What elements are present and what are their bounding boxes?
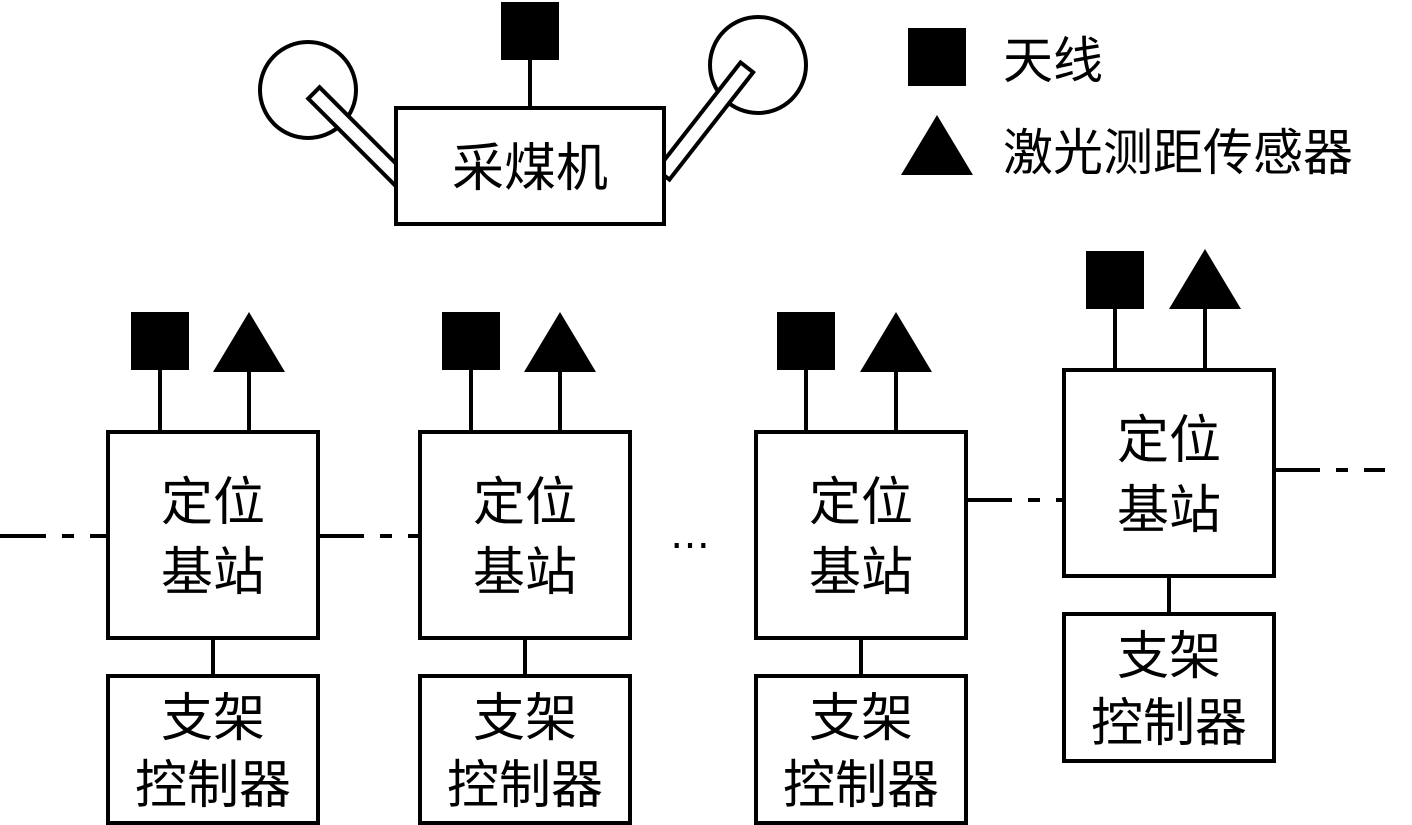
shearer-right-arm: [654, 59, 756, 183]
legend-antenna-icon: [908, 28, 966, 86]
shearer-left-drum-icon: [258, 40, 358, 140]
station-1-controller-line1: 支架: [161, 689, 265, 749]
station-2-antenna-icon: [442, 312, 500, 370]
station-1: 定位 基站 支架 控制器: [106, 312, 320, 825]
station-4-antenna-icon: [1086, 251, 1144, 309]
legend-sensor-label: 激光测距传感器: [1003, 124, 1353, 182]
station-1-controller-box: [106, 674, 320, 825]
station-4-label-line2: 基站: [1117, 481, 1221, 541]
shearer-box: [394, 106, 666, 226]
communication-links: …: [0, 468, 1385, 558]
station-1-label-line1: 定位: [161, 473, 265, 533]
station-3-antenna-icon: [777, 312, 835, 370]
station-4: 定位 基站 支架 控制器: [1062, 249, 1276, 763]
shearer: 采煤机: [258, 2, 808, 226]
station-3-controller-line1: 支架: [809, 689, 913, 749]
station-4-controller-line2: 控制器: [1091, 694, 1247, 754]
station-2-controller-line2: 控制器: [447, 756, 603, 816]
station-2: 定位 基站 支架 控制器: [418, 312, 632, 825]
station-4-controller-line1: 支架: [1117, 627, 1221, 687]
station-2-label-line2: 基站: [473, 543, 577, 603]
legend-sensor-icon: [901, 115, 973, 175]
station-3: 定位 基站 支架 控制器: [754, 312, 968, 825]
station-4-sensor-icon: [1169, 249, 1241, 309]
station-1-controller-line2: 控制器: [135, 756, 291, 816]
station-4-label-line1: 定位: [1117, 411, 1221, 471]
legend-antenna-label: 天线: [1003, 32, 1103, 90]
station-2-label-line1: 定位: [473, 473, 577, 533]
station-2-controller-box: [418, 674, 632, 825]
station-1-antenna-icon: [131, 312, 189, 370]
station-3-label-line2: 基站: [809, 543, 913, 603]
shearer-label: 采煤机: [452, 139, 608, 199]
station-3-base-box: [754, 430, 968, 640]
station-3-controller-box: [754, 674, 968, 825]
shearer-right-drum-icon: [708, 15, 808, 115]
station-1-sensor-icon: [213, 312, 285, 372]
station-2-controller-line1: 支架: [473, 689, 577, 749]
shearer-antenna-icon: [501, 2, 559, 60]
legend: 天线 激光测距传感器: [901, 28, 1353, 182]
station-3-sensor-icon: [860, 312, 932, 372]
station-3-controller-line2: 控制器: [783, 756, 939, 816]
station-2-sensor-icon: [524, 312, 596, 372]
station-1-label-line2: 基站: [161, 543, 265, 603]
station-1-base-box: [106, 430, 320, 640]
station-4-controller-box: [1062, 612, 1276, 763]
ellipsis: …: [670, 512, 710, 558]
station-2-base-box: [418, 430, 632, 640]
station-3-label-line1: 定位: [809, 473, 913, 533]
station-4-base-box: [1062, 368, 1276, 578]
